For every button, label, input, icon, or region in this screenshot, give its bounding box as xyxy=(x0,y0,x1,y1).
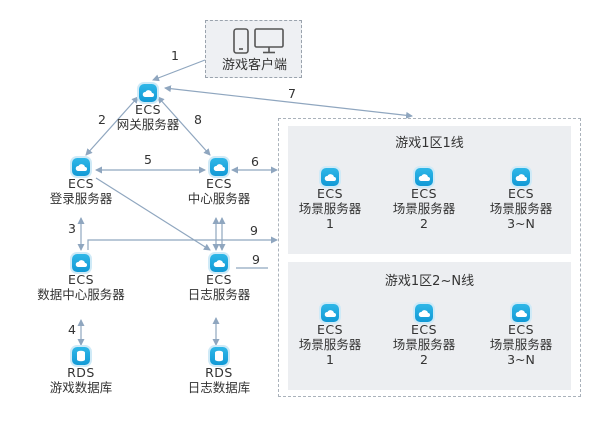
node-type: RDS xyxy=(67,365,95,380)
game-client-box: 游戏客户端 xyxy=(205,20,302,78)
node-name: 日志数据库 xyxy=(187,380,251,395)
node-type: ECS xyxy=(507,186,535,201)
zone-1-line-1: 游戏1区1线 ECS 场景服务器 1 ECS 场景服务器 2 ECS 场景服务器… xyxy=(288,126,571,254)
edge-label-6: 6 xyxy=(251,154,259,169)
log-database-node: RDS 日志数据库 xyxy=(164,347,274,395)
node-name: 场景服务器 xyxy=(489,201,553,216)
login-server-node: ECS 登录服务器 xyxy=(26,158,136,206)
node-name: 场景服务器 xyxy=(392,337,456,352)
node-name: 登录服务器 xyxy=(49,191,113,206)
edge-9a xyxy=(87,236,278,250)
cloud-server-icon xyxy=(415,168,433,186)
node-type: ECS xyxy=(205,176,233,191)
edge-7 xyxy=(164,85,413,119)
cloud-server-icon xyxy=(210,254,228,272)
node-type: ECS xyxy=(67,176,95,191)
node-name: 中心服务器 xyxy=(187,191,251,206)
database-icon xyxy=(210,347,228,365)
scene-server-node: ECS 场景服务器 3~N xyxy=(466,304,576,367)
node-name: 网关服务器 xyxy=(116,117,180,132)
edge-1 xyxy=(152,59,206,82)
zone-title: 游戏1区2~N线 xyxy=(384,274,475,289)
node-index: 3~N xyxy=(507,216,535,231)
database-icon xyxy=(72,347,90,365)
edge-label-2: 2 xyxy=(98,112,106,127)
node-name: 游戏数据库 xyxy=(49,380,113,395)
cloud-server-icon xyxy=(512,168,530,186)
zone-title: 游戏1区1线 xyxy=(395,136,464,151)
game-client-label: 游戏客户端 xyxy=(221,58,287,73)
node-type: ECS xyxy=(410,186,438,201)
cloud-server-icon xyxy=(415,304,433,322)
cloud-server-icon xyxy=(321,168,339,186)
edge-label-4: 4 xyxy=(68,322,76,337)
node-name: 场景服务器 xyxy=(298,201,362,216)
monitor-icon xyxy=(254,28,284,54)
node-index: 1 xyxy=(326,216,334,231)
scene-server-node: ECS 场景服务器 3~N xyxy=(466,168,576,231)
node-index: 2 xyxy=(420,352,428,367)
edge-label-7: 7 xyxy=(288,86,296,101)
cloud-server-icon xyxy=(512,304,530,322)
edge-label-9-top: 9 xyxy=(250,223,258,238)
node-index: 3~N xyxy=(507,352,535,367)
edge-label-3: 3 xyxy=(68,221,76,236)
cloud-server-icon xyxy=(210,158,228,176)
cloud-server-icon xyxy=(72,158,90,176)
log-server-node: ECS 日志服务器 xyxy=(164,254,274,302)
edge-label-1: 1 xyxy=(171,48,179,63)
gateway-server-node: ECS 网关服务器 xyxy=(93,84,203,132)
center-server-node: ECS 中心服务器 xyxy=(164,158,274,206)
node-index: 1 xyxy=(326,352,334,367)
cloud-server-icon xyxy=(321,304,339,322)
node-type: ECS xyxy=(316,186,344,201)
datacenter-server-node: ECS 数据中心服务器 xyxy=(26,254,136,302)
node-type: ECS xyxy=(316,322,344,337)
node-name: 场景服务器 xyxy=(392,201,456,216)
edge-2 xyxy=(85,96,139,156)
cloud-server-icon xyxy=(72,254,90,272)
scene-server-node: ECS 场景服务器 2 xyxy=(369,304,479,367)
edge-label-9-bottom: 9 xyxy=(252,252,260,267)
game-database-node: RDS 游戏数据库 xyxy=(26,347,136,395)
mobile-phone-icon xyxy=(233,28,249,54)
scene-server-node: ECS 场景服务器 2 xyxy=(369,168,479,231)
game-zone-container xyxy=(278,118,581,397)
node-index: 2 xyxy=(420,216,428,231)
node-type: ECS xyxy=(67,272,95,287)
node-type: ECS xyxy=(205,272,233,287)
edge-label-5: 5 xyxy=(144,152,152,167)
node-type: ECS xyxy=(134,102,162,117)
scene-server-node: ECS 场景服务器 1 xyxy=(275,168,385,231)
node-name: 日志服务器 xyxy=(187,287,251,302)
node-name: 场景服务器 xyxy=(298,337,362,352)
node-type: RDS xyxy=(205,365,233,380)
node-name: 场景服务器 xyxy=(489,337,553,352)
scene-server-node: ECS 场景服务器 1 xyxy=(275,304,385,367)
node-name: 数据中心服务器 xyxy=(37,287,125,302)
node-type: ECS xyxy=(410,322,438,337)
node-type: ECS xyxy=(507,322,535,337)
zone-1-lines-2-to-n: 游戏1区2~N线 ECS 场景服务器 1 ECS 场景服务器 2 ECS 场景服… xyxy=(288,262,571,390)
cloud-server-icon xyxy=(139,84,157,102)
edge-login-log xyxy=(95,177,211,251)
edge-label-8: 8 xyxy=(194,112,202,127)
